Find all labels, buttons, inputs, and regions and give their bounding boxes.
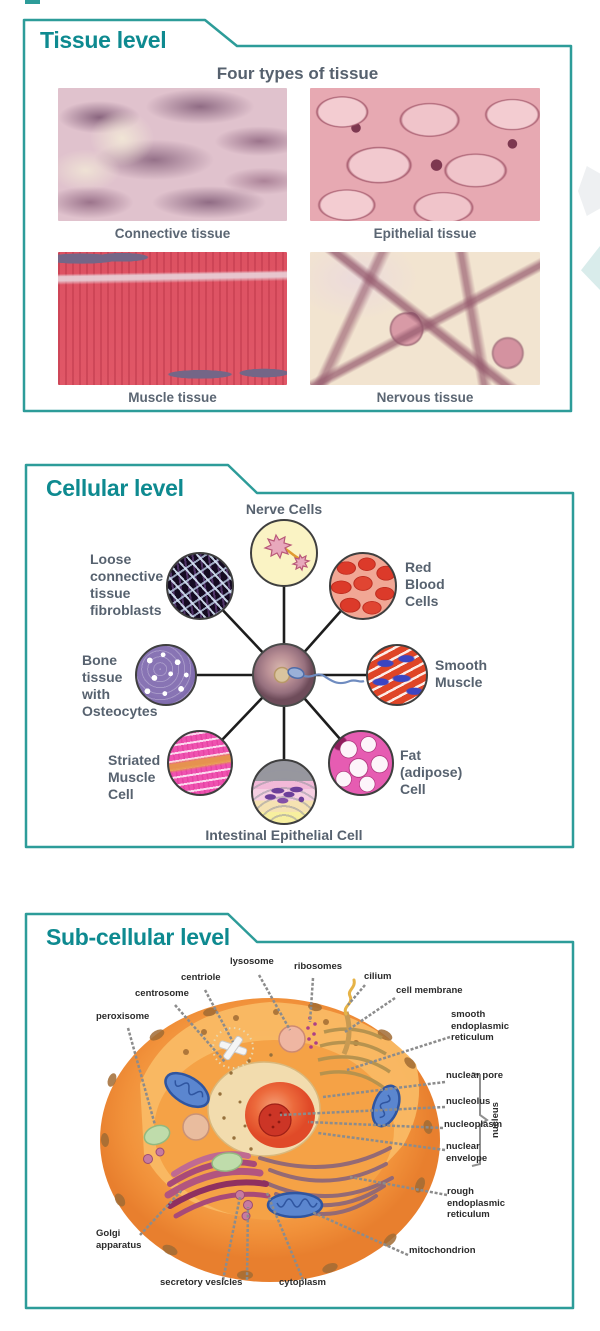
- striated-muscle-circle: [167, 730, 233, 796]
- peroxisome-label: peroxisome: [96, 1011, 150, 1022]
- cytoplasm-label: cytoplasm: [279, 1277, 326, 1288]
- smooth-muscle-circle: [366, 644, 428, 706]
- subcellular-level-panel: Sub-cellular level lysosome ribosomes ci…: [24, 912, 575, 1310]
- epithelial-tissue-figure: Epithelial tissue: [310, 88, 540, 241]
- muscle-tissue-figure: Muscle tissue: [58, 252, 287, 405]
- ribosomes-label: ribosomes: [294, 961, 343, 972]
- cellular-level-panel: Cellular level: [24, 463, 575, 849]
- subcellular-panel-title: Sub-cellular level: [46, 924, 230, 950]
- secretory-vesicles-label: secretory vesicles: [160, 1277, 243, 1288]
- nervous-tissue-caption: Nervous tissue: [376, 390, 474, 405]
- smooth-muscle-label: Smooth Muscle: [435, 657, 488, 690]
- intestinal-epithelial-circle: [251, 759, 317, 825]
- muscle-tissue-caption: Muscle tissue: [128, 390, 217, 405]
- nucleolus-label: nucleolus: [446, 1096, 491, 1107]
- connective-tissue-figure: Connective tissue: [58, 88, 287, 241]
- striated-muscle-label: Striated Muscle Cell: [108, 752, 161, 802]
- fat-cell-circle: [328, 730, 394, 796]
- centriole-label: centriole: [181, 972, 221, 983]
- nucleoplasm-label: nucleoplasm: [444, 1119, 503, 1130]
- connective-tissue-image: [58, 88, 287, 221]
- tissue-heading: Four types of tissue: [216, 64, 379, 83]
- nuclear-envelope-label: nuclear envelope: [446, 1141, 488, 1164]
- cell-membrane-label: cell membrane: [396, 985, 463, 996]
- red-blood-cells-label: Red Blood Cells: [405, 559, 445, 609]
- cellular-panel-title: Cellular level: [46, 475, 184, 501]
- tissue-panel-title: Tissue level: [40, 27, 167, 53]
- intestinal-epithelial-label: Intestinal Epithelial Cell: [205, 827, 363, 843]
- muscle-tissue-image: [58, 252, 287, 385]
- egg-and-sperm-hub: [252, 643, 365, 707]
- epithelial-tissue-caption: Epithelial tissue: [373, 226, 477, 241]
- cell-art: [100, 978, 440, 1282]
- bone-tissue-circle: [135, 644, 197, 706]
- mitochondrion-label: mitochondrion: [409, 1245, 476, 1256]
- rough-er-label: rough endoplasmic reticulum: [447, 1186, 506, 1220]
- smooth-er-label: smooth endoplasmic reticulum: [451, 1009, 510, 1043]
- nucleus-label: nucleus: [490, 1102, 501, 1138]
- epithelial-tissue-image: [310, 88, 540, 221]
- connective-tissue-caption: Connective tissue: [114, 226, 231, 241]
- fibroblasts-label: Loose connective tissue fibroblasts: [90, 551, 164, 618]
- neuron-drawing: [263, 533, 311, 572]
- lysosome-label: lysosome: [230, 956, 274, 967]
- nervous-tissue-image: [310, 252, 540, 385]
- cilium-label: cilium: [364, 971, 392, 982]
- watermark-shape-bottom: [581, 246, 600, 290]
- fat-cell-label: Fat (adipose) Cell: [400, 747, 463, 797]
- tissue-level-panel: Tissue level Four types of tissue Connec…: [22, 18, 573, 413]
- nuclear-pore-label: nuclear pore: [446, 1070, 504, 1081]
- red-blood-cells-circle: [329, 552, 397, 620]
- nervous-tissue-figure: Nervous tissue: [310, 252, 540, 405]
- nerve-cells-circle: [250, 519, 318, 587]
- centrosome-label: centrosome: [135, 988, 189, 999]
- bone-tissue-label: Bone tissue with Osteocytes: [82, 652, 158, 719]
- leader-lines: [126, 974, 451, 1281]
- fibroblasts-circle: [166, 552, 234, 620]
- nerve-cells-label: Nerve Cells: [245, 501, 323, 517]
- watermark-shape-top: [578, 166, 600, 216]
- page-corner-accent: [25, 0, 40, 4]
- golgi-apparatus-label: Golgi apparatus: [96, 1228, 142, 1251]
